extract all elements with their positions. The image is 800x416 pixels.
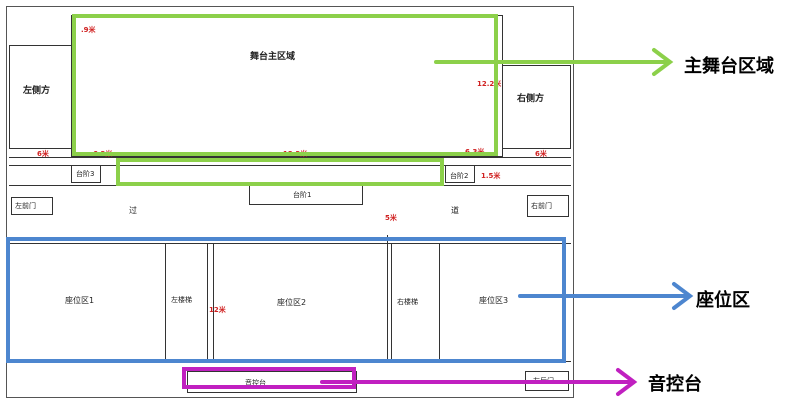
right-stair: 右楼梯 bbox=[397, 298, 418, 306]
seating-top-line bbox=[9, 243, 571, 244]
left-front-door bbox=[11, 197, 53, 215]
stage-main-label: 舞台主区域 bbox=[250, 52, 296, 62]
seat-divider-1 bbox=[165, 243, 166, 361]
left-stair: 左楼梯 bbox=[171, 296, 192, 304]
control-arrow bbox=[320, 368, 638, 396]
control-callout: 音控台 bbox=[648, 374, 702, 395]
apron-line bbox=[9, 165, 571, 166]
step-1-label: 台阶1 bbox=[293, 191, 312, 199]
seat-callout: 座位区 bbox=[696, 290, 750, 311]
dim-step: 1.5米 bbox=[481, 172, 501, 180]
stage-front-line bbox=[9, 157, 571, 158]
dim-left-6: 6米 bbox=[37, 150, 49, 158]
step-3-label: 台阶3 bbox=[76, 170, 95, 178]
aisle-right-char: 道 bbox=[451, 206, 459, 215]
seat-divider-6 bbox=[439, 243, 440, 361]
control-booth-label: 音控台 bbox=[245, 379, 266, 387]
right-front-door-label: 右前门 bbox=[531, 202, 552, 210]
dim-right-height: 12.2米 bbox=[477, 80, 502, 88]
step-2 bbox=[445, 165, 475, 183]
left-front-door-label: 左前门 bbox=[15, 202, 36, 210]
seat-highlight bbox=[6, 237, 566, 363]
stage-outline bbox=[71, 15, 503, 157]
aisle-left-char: 过 bbox=[129, 206, 137, 215]
floor-plan: 左侧方 右侧方 舞台主区域 台阶3 台阶2 台阶1 左前门 右前门 过 道 座位… bbox=[6, 6, 574, 398]
seat-arrow bbox=[518, 282, 694, 310]
dim-top: .9米 bbox=[81, 26, 96, 34]
seat-zone-1: 座位区1 bbox=[65, 296, 95, 305]
step-2-label: 台阶2 bbox=[450, 172, 469, 180]
seat-divider-2 bbox=[207, 243, 208, 361]
seat-zone-2: 座位区2 bbox=[277, 298, 307, 307]
right-wing bbox=[501, 65, 571, 149]
seat-zone-3: 座位区3 bbox=[479, 296, 509, 305]
left-wing-top-line bbox=[9, 45, 75, 46]
right-front-door bbox=[527, 195, 569, 217]
stage-arrow bbox=[434, 48, 674, 76]
dim-seat-depth: 12米 bbox=[209, 306, 226, 314]
control-highlight bbox=[182, 367, 356, 389]
step-3 bbox=[71, 165, 101, 183]
dim-right-6: 6米 bbox=[535, 150, 547, 158]
seat-divider-4 bbox=[387, 235, 388, 361]
apron-highlight bbox=[116, 158, 444, 186]
right-wing-label: 右侧方 bbox=[517, 94, 545, 104]
dim-aisle-width: 5米 bbox=[385, 214, 397, 222]
seat-divider-3 bbox=[213, 243, 214, 361]
stage-callout: 主舞台区域 bbox=[684, 56, 774, 77]
left-wing-label: 左侧方 bbox=[23, 86, 51, 96]
seat-divider-5 bbox=[391, 243, 392, 361]
stage-highlight bbox=[72, 14, 498, 156]
left-wing bbox=[9, 45, 75, 149]
